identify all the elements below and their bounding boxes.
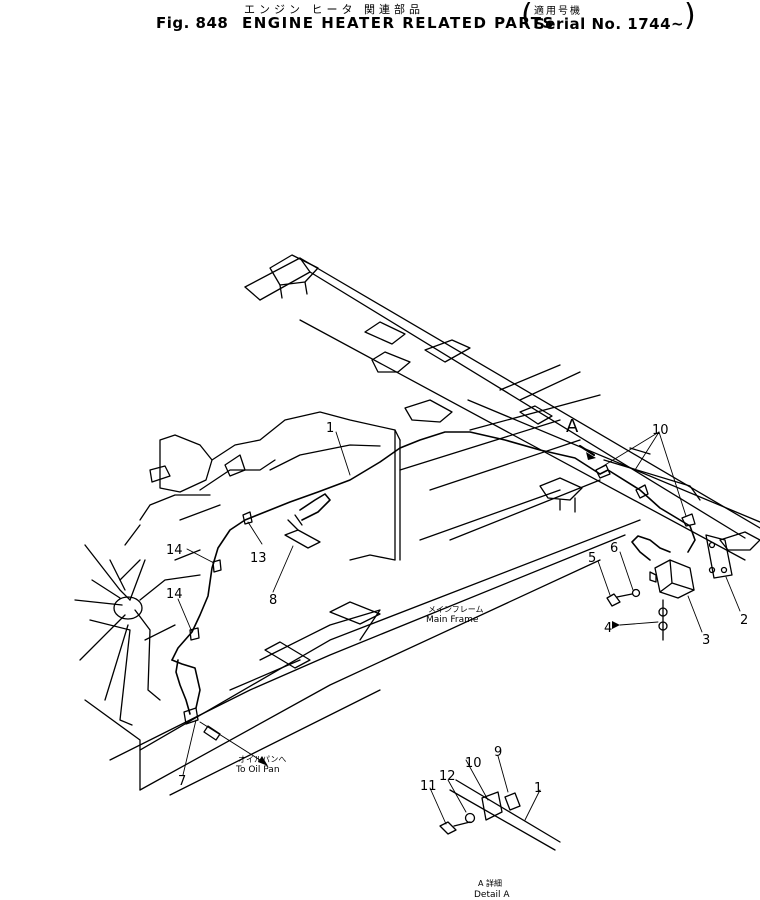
callout-2: 2 [740, 613, 748, 628]
serial-japanese-label: 適用号機 [534, 6, 582, 17]
mount-plate [705, 534, 733, 579]
oil-pan-arrowhead [258, 756, 268, 766]
oil-pan-sensor [183, 707, 261, 761]
callout-13: 13 [250, 551, 267, 566]
view-bracket [603, 459, 701, 501]
engine-block [119, 411, 401, 641]
figure-title: ENGINE HEATER RELATED PARTS [242, 14, 555, 32]
callout-8: 8 [269, 593, 277, 608]
callout-1: 1 [326, 421, 334, 436]
callout-14: 14 [166, 543, 183, 558]
leader-lines [177, 431, 741, 825]
callout-9: 9 [494, 745, 502, 760]
oil-pan-label-jp: オイルパンへ [238, 755, 286, 764]
callout-1-detail: 1 [534, 781, 542, 796]
main-frame [84, 394, 641, 796]
callout-10: 10 [652, 423, 669, 438]
view-a-marker: A [566, 416, 579, 437]
figure-number: Fig. 848 [156, 14, 229, 32]
relay-unit [649, 559, 695, 641]
frame-rail [244, 254, 760, 561]
sensor-connector [284, 514, 321, 549]
detail-label-jp: A 詳細 [478, 878, 502, 888]
callout-10-detail: 10 [465, 756, 482, 771]
fan [74, 544, 161, 726]
header-japanese-title: エンジン ヒータ 関連部品 [244, 3, 424, 16]
right-paren: ) [684, 0, 696, 33]
serial-number: Serial No. 1744~ [534, 15, 685, 33]
left-paren: ( [521, 0, 533, 33]
callout-6: 6 [610, 541, 618, 556]
view-a-arrow [586, 452, 596, 460]
callout-7: 7 [178, 774, 186, 789]
callout-3: 3 [702, 633, 710, 648]
callout-14-lower: 14 [166, 587, 183, 602]
oil-pan-label: To Oil Pan [235, 765, 280, 775]
main-frame-label: Main Frame [426, 615, 479, 625]
callout-4: 4 [604, 621, 612, 636]
harness-wire [171, 431, 696, 715]
callout-5: 5 [588, 551, 596, 566]
bolt-and-washer [606, 588, 641, 607]
callout-12: 12 [439, 769, 456, 784]
main-frame-label-jp: メインフレーム [428, 605, 484, 614]
detail-label: Detail A [474, 890, 510, 900]
part4-arrowhead [612, 621, 620, 629]
callout-11: 11 [420, 779, 437, 794]
